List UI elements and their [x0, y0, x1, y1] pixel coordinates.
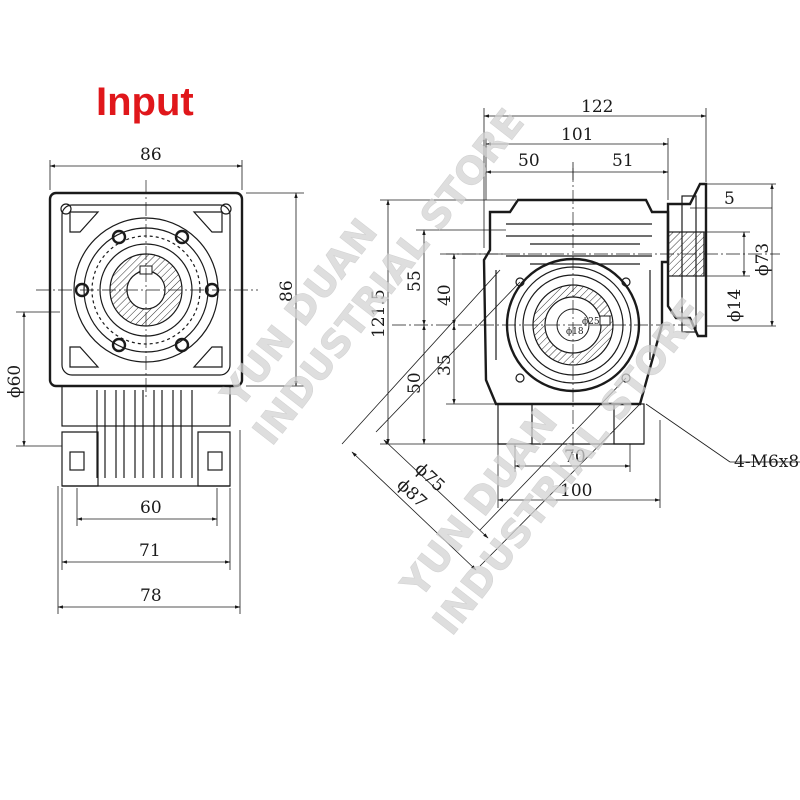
- dim-50-top-label: 50: [518, 151, 540, 171]
- dim-122-label: 122: [581, 97, 613, 117]
- dim-phi75-ext-2: [479, 377, 627, 531]
- bolt-callout-label: 4-M6x8: [734, 452, 799, 472]
- left-lower-body: [61, 385, 231, 427]
- bolt-hole: [174, 229, 190, 245]
- dim-55-label: 55: [405, 270, 425, 292]
- dim-phi87-ext-2: [479, 403, 641, 567]
- watermark-line-2: INDUSTRIAL STORE: [244, 101, 533, 453]
- dim-5-label: 5: [724, 189, 735, 209]
- right-worm-channel: [506, 223, 652, 265]
- dim-phi73-label: ϕ73: [753, 243, 773, 276]
- right-bolt-hole: [515, 277, 525, 287]
- left-bolt-holes: [74, 229, 220, 353]
- dim-78-label: 78: [140, 586, 162, 606]
- left-view: 86 86 ϕ60 60 71 78: [5, 145, 304, 614]
- left-foot-slot-right: [207, 451, 223, 471]
- right-bolt-hole: [621, 277, 631, 287]
- dim-phi60-label: ϕ60: [5, 365, 25, 398]
- right-side-grooves: [495, 270, 651, 360]
- right-view: ϕ18 ϕ25 122 101 50 51 5: [341, 97, 800, 571]
- dim-50-left-label: 50: [405, 372, 425, 394]
- left-corner-hole-tr: [220, 203, 232, 215]
- right-keyway: [599, 315, 611, 326]
- left-flange-cutout-br: [192, 346, 223, 368]
- dim-101-label: 101: [561, 125, 593, 145]
- left-foot-slot-left: [69, 451, 85, 471]
- left-flange-cutout-tr: [192, 211, 223, 233]
- dim-phi75-ext: [375, 281, 521, 433]
- right-bolt-hole: [621, 373, 631, 383]
- left-flange-cutout-bl: [69, 346, 100, 368]
- bolt-callout-leader: [645, 403, 731, 463]
- left-foot-left: [61, 431, 99, 487]
- dim-phi14-label: ϕ14: [725, 289, 745, 322]
- right-bolt-hole: [515, 373, 525, 383]
- dim-40-label: 40: [435, 284, 455, 306]
- bore-phi18-label: ϕ18: [566, 327, 584, 337]
- dim-86-right-label: 86: [277, 280, 297, 302]
- left-flange-cutout-tl: [69, 211, 100, 233]
- dim-35-label: 35: [435, 354, 455, 376]
- dim-71-label: 71: [139, 541, 161, 561]
- left-corner-hole-tl: [60, 203, 72, 215]
- right-housing-top: [482, 198, 670, 406]
- dim-60-label: 60: [140, 498, 162, 518]
- dim-86-top-label: 86: [140, 145, 162, 165]
- input-title: Input: [96, 80, 194, 124]
- bolt-hole: [111, 229, 127, 245]
- dim-100-label: 100: [560, 481, 592, 501]
- dim-70-label: 70: [564, 447, 586, 467]
- right-input-flange: [666, 182, 708, 338]
- bore-phi25-label: ϕ25: [582, 317, 600, 327]
- bolt-hole: [174, 337, 190, 353]
- dim-51-label: 51: [612, 151, 634, 171]
- dim-phi87-ext: [341, 269, 501, 445]
- left-cooling-fins: [96, 390, 193, 478]
- left-foot-right: [197, 431, 231, 487]
- dim-phi87-line: [351, 451, 477, 571]
- dim-121-5-label: 121.5: [369, 289, 389, 338]
- bolt-hole: [111, 337, 127, 353]
